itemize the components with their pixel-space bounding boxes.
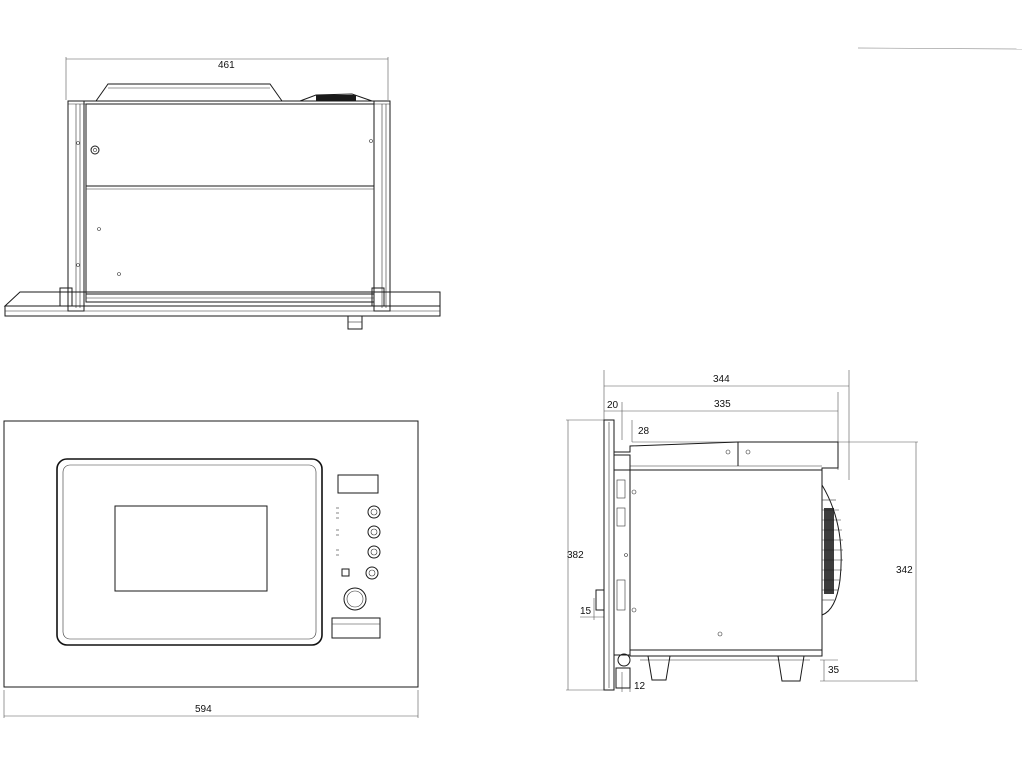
dimension-label-342: 342 (896, 565, 913, 576)
dimension-label-15: 15 (580, 606, 592, 617)
dimension-label-12: 12 (634, 681, 646, 692)
dimension-label-344: 344 (713, 374, 730, 385)
reference-line (857, 47, 1023, 50)
dimension-label-382: 382 (567, 550, 584, 561)
dimension-label-28: 28 (638, 426, 650, 437)
dimension-label-461: 461 (218, 60, 235, 71)
top-view: 461 (3, 57, 441, 330)
dimension-label-594: 594 (195, 704, 212, 715)
front-view: 594 (3, 420, 419, 718)
dimension-label-35: 35 (828, 665, 840, 676)
side-view: 344 335 20 28 382 342 35 15 12 (566, 370, 918, 692)
dimension-label-335: 335 (714, 399, 731, 410)
dimension-label-20: 20 (607, 400, 619, 411)
